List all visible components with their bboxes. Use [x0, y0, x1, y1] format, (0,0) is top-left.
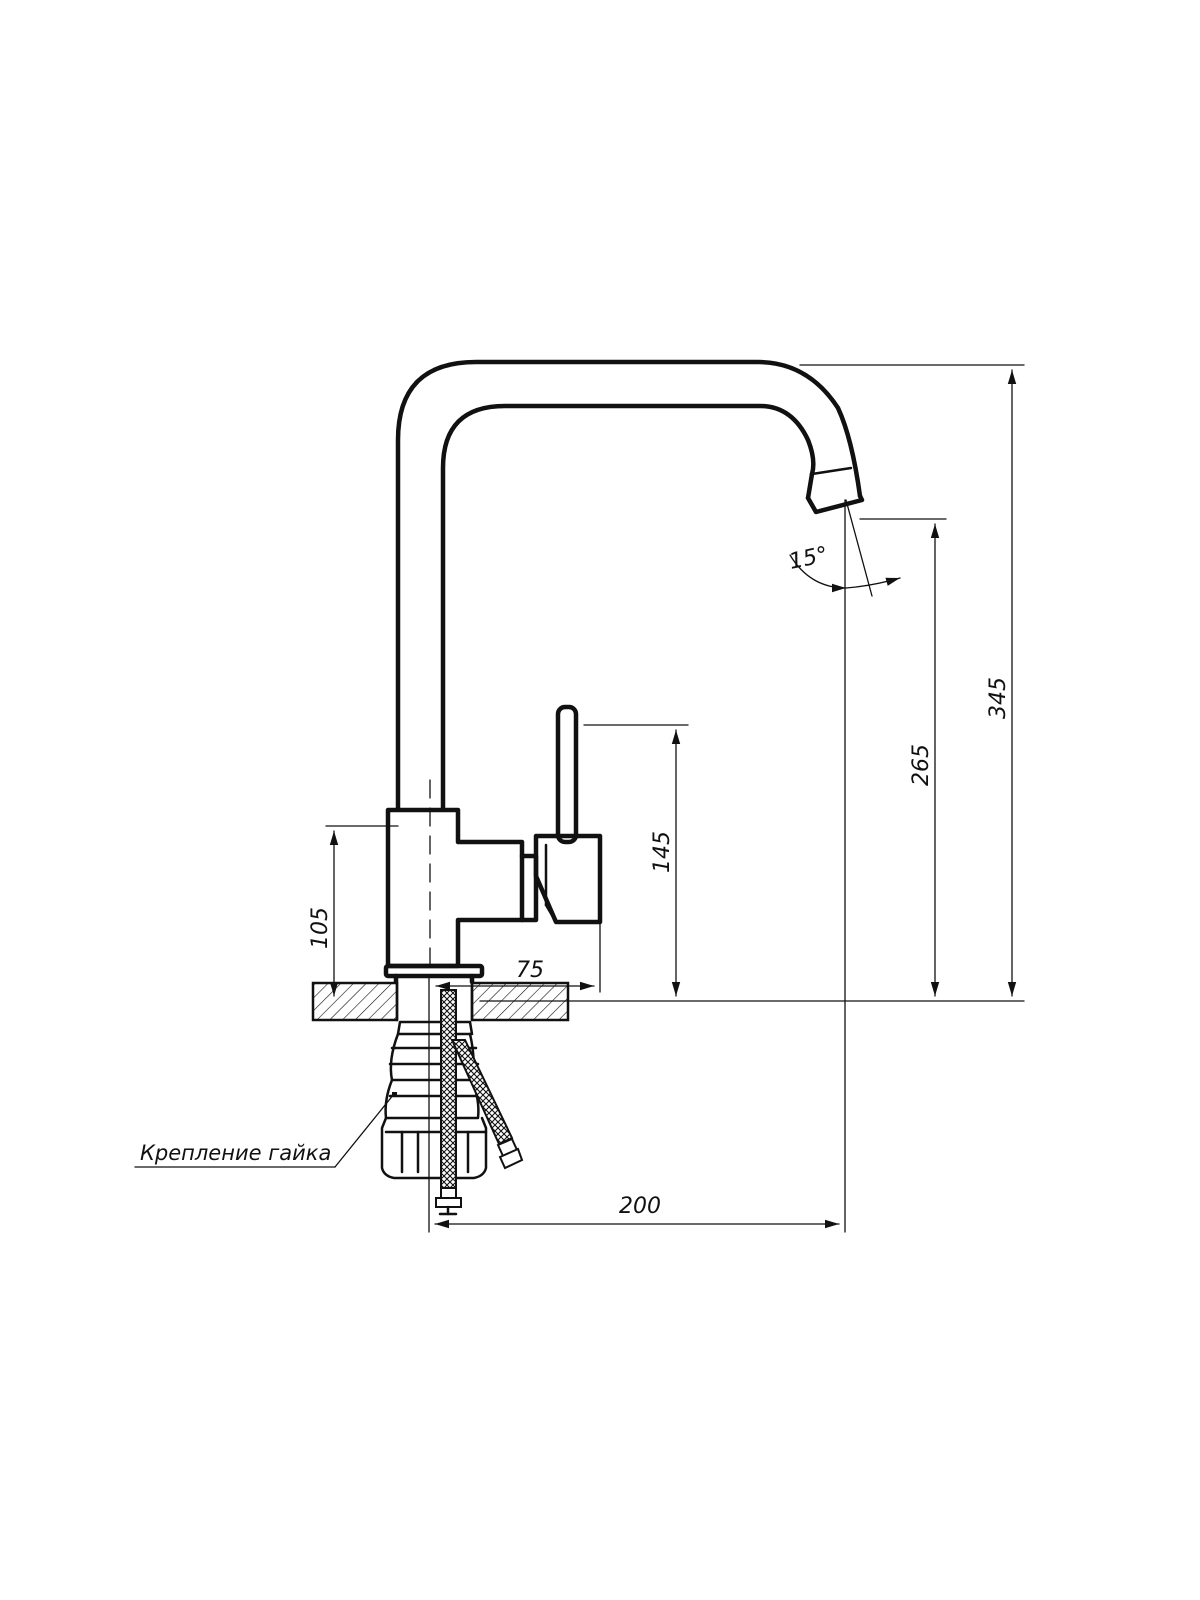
spout-angle-value: 15° — [787, 542, 830, 575]
dim-body-height: 105 — [308, 825, 399, 997]
dim-spout-height: 265 — [859, 518, 947, 997]
fastening-nut-label: Крепление гайка — [140, 1141, 331, 1165]
dim-total-height: 345 — [479, 364, 1025, 1002]
dim-spout-angle: 15° — [787, 499, 901, 597]
dim-lever-offset: 75 — [435, 921, 601, 993]
spout-reach-value: 200 — [619, 1194, 661, 1219]
dim-spout-reach: 200 — [434, 1194, 840, 1229]
supply-hoses — [435, 989, 524, 1216]
base-ring — [383, 963, 485, 985]
spout — [395, 359, 865, 811]
mounting-assembly — [380, 1020, 488, 1180]
callout-fastening-nut: Крепление гайка — [134, 1093, 395, 1168]
body-height-value: 105 — [308, 907, 333, 949]
spout-height-value: 265 — [909, 744, 934, 786]
dim-lever-height: 145 — [583, 724, 689, 997]
total-height-value: 345 — [986, 677, 1011, 719]
handle-lever — [533, 704, 603, 925]
lever-height-value: 145 — [650, 831, 675, 873]
mixer-body — [385, 779, 539, 969]
lever-offset-value: 75 — [516, 958, 544, 983]
